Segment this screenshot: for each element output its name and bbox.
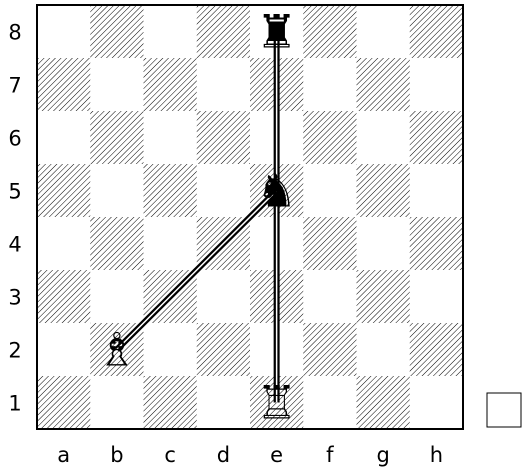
- file-label-e: e: [270, 443, 283, 467]
- file-label-f: f: [326, 443, 334, 467]
- square-f6[interactable]: [303, 111, 357, 165]
- square-c4[interactable]: [144, 217, 198, 271]
- side-to-move-indicator: [487, 393, 521, 427]
- square-d5[interactable]: [197, 164, 251, 218]
- rank-labels: 8 7 6 5 4 3 2 1: [8, 21, 21, 416]
- square-b6[interactable]: [90, 111, 144, 165]
- black-knight-e5[interactable]: ♞: [256, 164, 297, 218]
- rank-label-3: 3: [8, 286, 21, 310]
- square-a2[interactable]: [37, 323, 91, 377]
- square-a4[interactable]: [37, 217, 91, 271]
- square-d1[interactable]: [197, 376, 251, 430]
- square-a1[interactable]: [37, 376, 91, 430]
- rank-label-6: 6: [8, 127, 21, 151]
- square-g2[interactable]: [357, 323, 411, 377]
- square-g1[interactable]: [357, 376, 411, 430]
- square-a3[interactable]: [37, 270, 91, 324]
- square-g8[interactable]: [357, 5, 411, 59]
- square-d6[interactable]: [197, 111, 251, 165]
- square-f8[interactable]: [303, 5, 357, 59]
- square-f3[interactable]: [303, 270, 357, 324]
- square-c5[interactable]: [144, 164, 198, 218]
- file-label-h: h: [430, 443, 443, 467]
- white-rook-e1[interactable]: ♖: [256, 376, 297, 430]
- rank-label-2: 2: [8, 339, 21, 363]
- file-label-a: a: [57, 443, 70, 467]
- square-b3[interactable]: [90, 270, 144, 324]
- rank-label-4: 4: [8, 233, 21, 257]
- square-h2[interactable]: [410, 323, 464, 377]
- file-label-g: g: [376, 443, 389, 467]
- square-h8[interactable]: [410, 5, 464, 59]
- rank-label-8: 8: [8, 21, 21, 45]
- square-h1[interactable]: [410, 376, 464, 430]
- square-h4[interactable]: [410, 217, 464, 271]
- square-h6[interactable]: [410, 111, 464, 165]
- square-f7[interactable]: [303, 58, 357, 112]
- square-f5[interactable]: [303, 164, 357, 218]
- square-h5[interactable]: [410, 164, 464, 218]
- square-b8[interactable]: [90, 5, 144, 59]
- square-c6[interactable]: [144, 111, 198, 165]
- white-bishop-b2[interactable]: ♗: [96, 323, 137, 377]
- square-d2[interactable]: [197, 323, 251, 377]
- square-c7[interactable]: [144, 58, 198, 112]
- square-h3[interactable]: [410, 270, 464, 324]
- square-f2[interactable]: [303, 323, 357, 377]
- square-g6[interactable]: [357, 111, 411, 165]
- square-b7[interactable]: [90, 58, 144, 112]
- square-a5[interactable]: [37, 164, 91, 218]
- square-b4[interactable]: [90, 217, 144, 271]
- black-rook-e8[interactable]: ♜: [256, 5, 297, 59]
- square-a6[interactable]: [37, 111, 91, 165]
- square-f4[interactable]: [303, 217, 357, 271]
- rank-label-7: 7: [8, 74, 21, 98]
- square-d7[interactable]: [197, 58, 251, 112]
- square-h7[interactable]: [410, 58, 464, 112]
- square-d3[interactable]: [197, 270, 251, 324]
- square-g7[interactable]: [357, 58, 411, 112]
- file-label-c: c: [164, 443, 176, 467]
- file-label-b: b: [110, 443, 123, 467]
- rank-label-1: 1: [8, 392, 21, 416]
- square-g5[interactable]: [357, 164, 411, 218]
- square-g4[interactable]: [357, 217, 411, 271]
- rank-label-5: 5: [8, 180, 21, 204]
- square-b5[interactable]: [90, 164, 144, 218]
- square-a8[interactable]: [37, 5, 91, 59]
- file-labels: a b c d e f g h: [57, 443, 443, 467]
- file-label-d: d: [217, 443, 230, 467]
- square-c1[interactable]: [144, 376, 198, 430]
- square-d8[interactable]: [197, 5, 251, 59]
- square-c8[interactable]: [144, 5, 198, 59]
- square-c2[interactable]: [144, 323, 198, 377]
- square-b1[interactable]: [90, 376, 144, 430]
- square-g3[interactable]: [357, 270, 411, 324]
- square-a7[interactable]: [37, 58, 91, 112]
- square-f1[interactable]: [303, 376, 357, 430]
